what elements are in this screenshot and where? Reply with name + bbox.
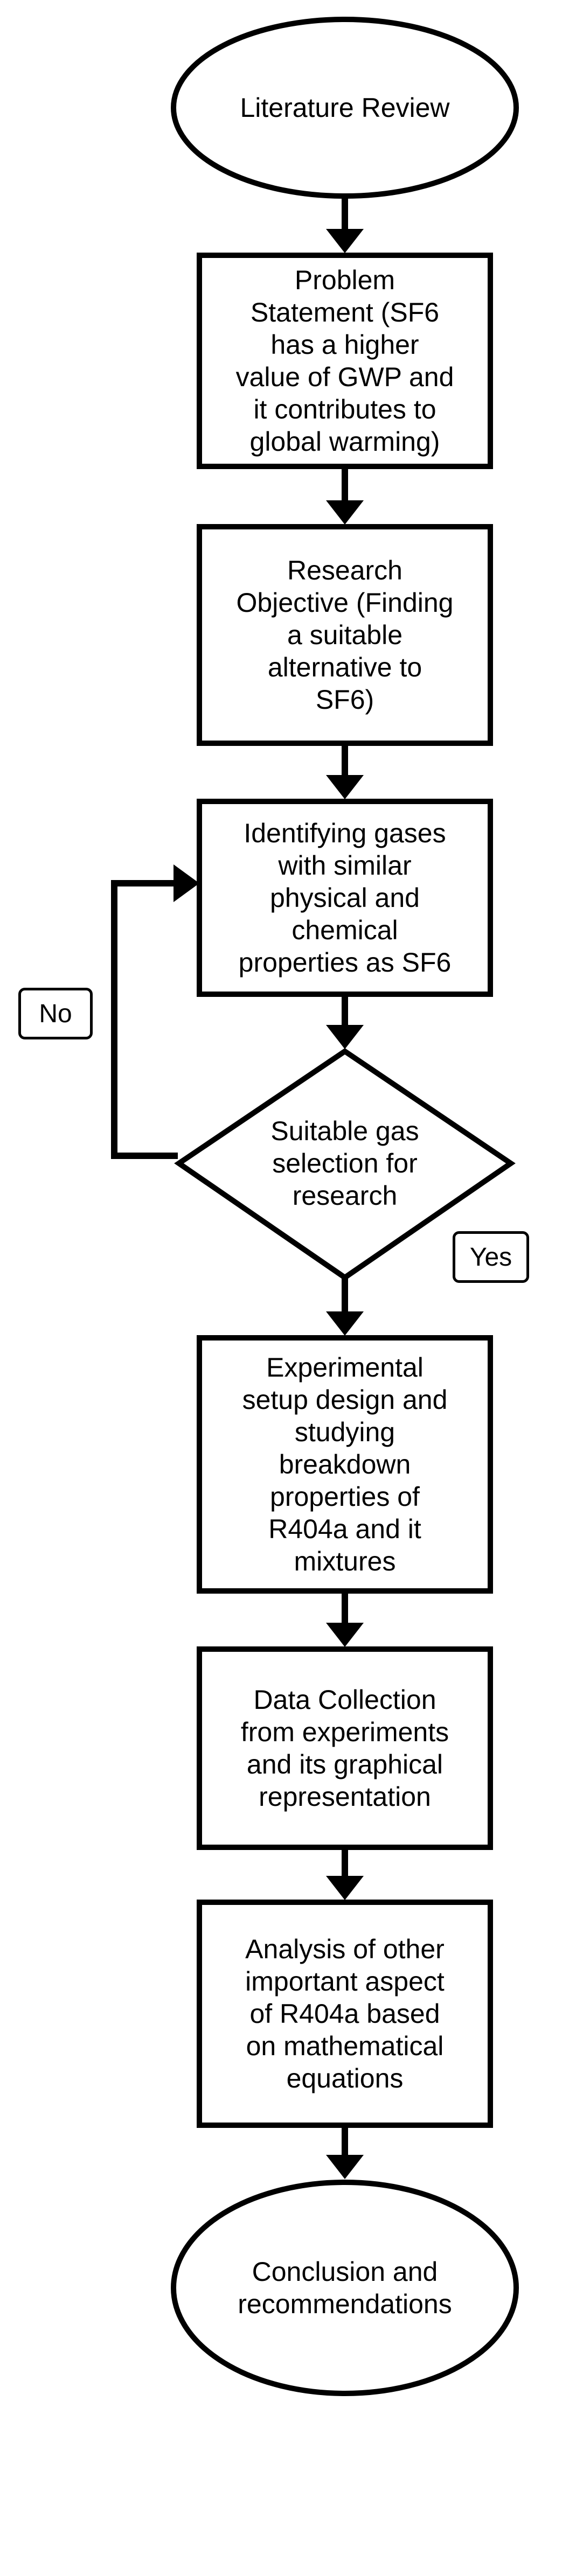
node-identifying-gases-label: Identifying gases with similar physical …	[238, 818, 452, 978]
arrowhead-2	[326, 500, 364, 525]
arrowhead-1	[326, 229, 364, 253]
arrowhead-7	[326, 1876, 364, 1900]
arrowhead-8	[326, 2155, 364, 2179]
arrowhead-3	[326, 775, 364, 799]
node-literature-review-label: Literature Review	[240, 93, 450, 123]
node-conclusion-label: Conclusion and recommendations	[238, 2257, 452, 2319]
node-experimental-setup-label: Experimental setup design and studying b…	[242, 1352, 448, 1576]
node-data-collection-label: Data Collection from experiments and its…	[240, 1685, 449, 1812]
arrowhead-4	[326, 1025, 364, 1049]
arrowhead-6	[326, 1623, 364, 1647]
arrowhead-5	[326, 1311, 364, 1336]
edge-label-yes: Yes	[453, 1231, 529, 1283]
arrowhead-no-loop	[174, 864, 199, 902]
node-problem-statement-label: Problem Statement (SF6 has a higher valu…	[235, 265, 454, 457]
node-analysis-label: Analysis of other important aspect of R4…	[245, 1934, 445, 2093]
edge-label-no: No	[18, 988, 93, 1039]
arrow-no-loop-back	[111, 880, 183, 1159]
node-gas-selection-label: Suitable gas selection for research	[270, 1116, 419, 1211]
node-research-objective-label: Research Objective (Finding a suitable a…	[236, 555, 454, 715]
